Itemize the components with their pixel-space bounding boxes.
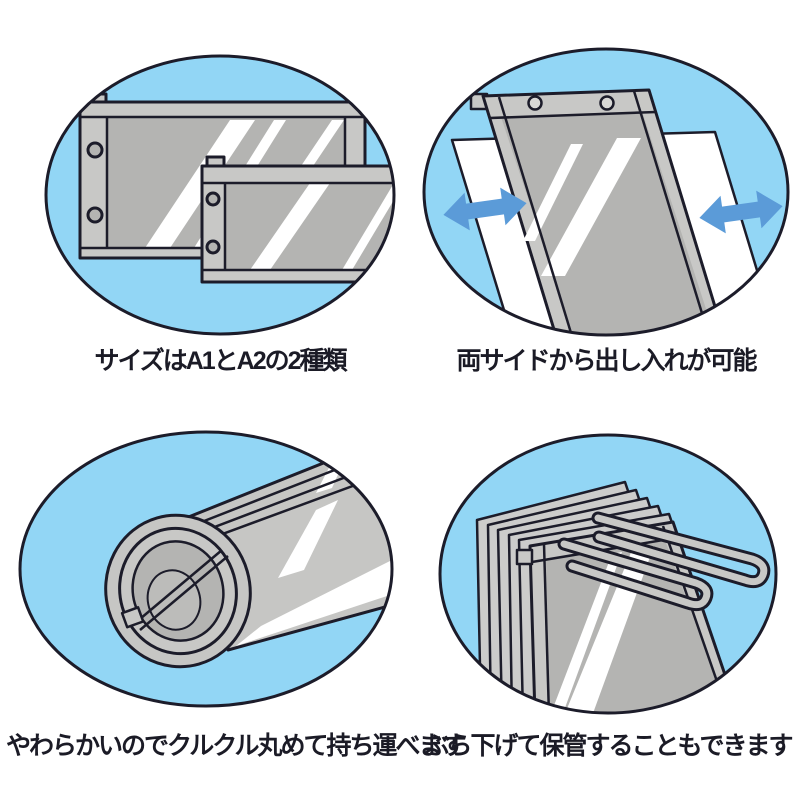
tilted-case — [469, 88, 729, 335]
caption-hangable: ぶら下げて保管することもできます — [424, 732, 793, 760]
figure-both-sides — [421, 46, 791, 338]
illustration-hanging-cases-icon — [438, 433, 778, 715]
caption-both-sides: 両サイドから出し入れが可能 — [456, 347, 757, 375]
left-right-arrow-icon — [443, 187, 783, 234]
caption-sizes: サイズはA1とA2の2種類 — [94, 347, 347, 375]
illustration-rolled-case-icon — [18, 430, 394, 708]
figure-sizes — [42, 52, 398, 338]
figure-hangable — [436, 432, 780, 716]
caption-rollable: やわらかいのでクルクル丸めて持ち運べます — [6, 732, 467, 760]
illustration-double-arrows-icon — [422, 47, 790, 337]
case-a2 — [200, 155, 394, 284]
roll-opening — [104, 513, 252, 669]
hanging-hook-icon — [557, 511, 771, 612]
figure-rollable — [16, 428, 396, 710]
illustration-two-cases-icon — [44, 54, 396, 336]
